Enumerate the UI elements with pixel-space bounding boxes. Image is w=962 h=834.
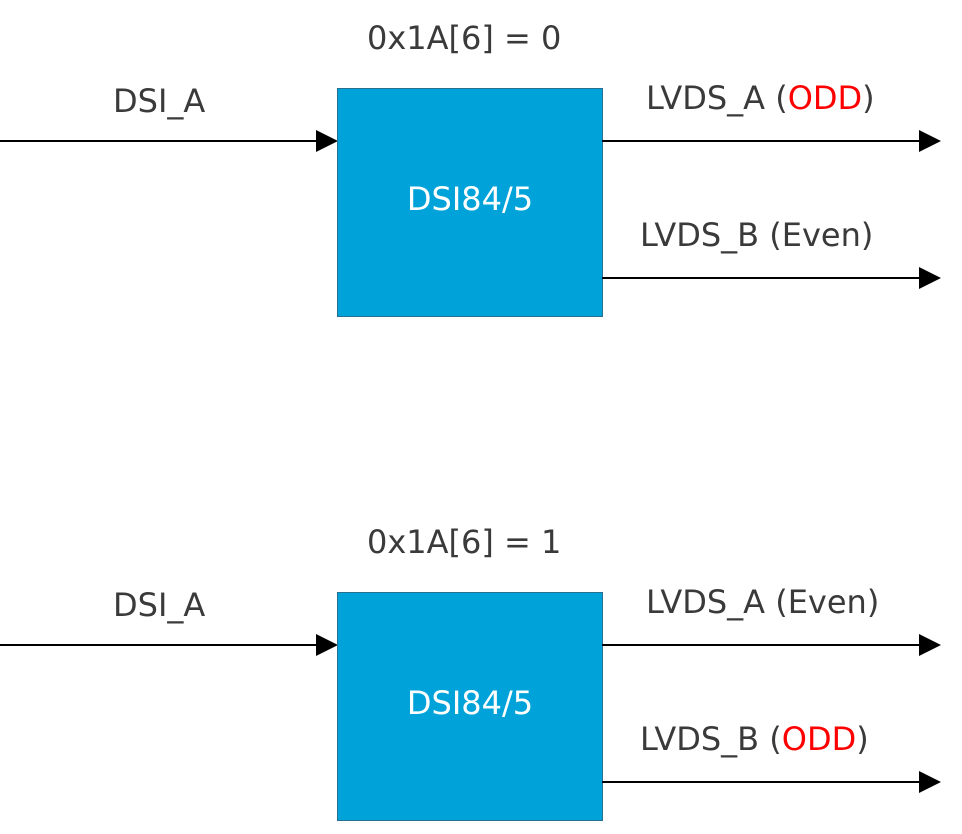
output-a-suffix: ) [862, 79, 875, 117]
output-a-mode: Even [787, 583, 867, 621]
output-a-label: LVDS_A (Even) [646, 582, 879, 622]
output-b-arrow-line [602, 277, 922, 279]
output-b-suffix: ) [860, 216, 874, 254]
bridge-chip-label: DSI84/5 [406, 179, 534, 218]
output-b-label: LVDS_B (Even) [640, 215, 873, 255]
output-a-arrow-line [602, 140, 922, 142]
register-setting-label: 0x1A[6] = 1 [367, 523, 562, 561]
bridge-chip-block: DSI84/5 [337, 88, 603, 317]
output-a-mode: ODD [787, 79, 863, 117]
output-b-mode: ODD [781, 720, 857, 758]
output-b-arrow-line [602, 781, 922, 783]
output-a-arrow-head [919, 130, 941, 152]
output-b-prefix: LVDS_B ( [640, 216, 782, 254]
input-arrow-head [316, 634, 338, 656]
output-a-arrow-head [919, 634, 941, 656]
output-a-label: LVDS_A (ODD) [646, 78, 875, 118]
input-port-label: DSI_A [113, 586, 206, 624]
input-arrow-line [0, 140, 318, 142]
output-b-mode: Even [781, 216, 861, 254]
mode-diagram-top: 0x1A[6] = 0 DSI_A DSI84/5 LVDS_A (ODD) L… [0, 0, 962, 330]
output-b-prefix: LVDS_B ( [640, 720, 782, 758]
input-arrow-line [0, 644, 318, 646]
register-setting-label: 0x1A[6] = 0 [367, 19, 562, 57]
output-a-suffix: ) [866, 583, 880, 621]
output-b-arrow-head [919, 771, 941, 793]
output-a-arrow-line [602, 644, 922, 646]
input-arrow-head [316, 130, 338, 152]
input-port-label: DSI_A [113, 82, 206, 120]
mode-diagram-bottom: 0x1A[6] = 1 DSI_A DSI84/5 LVDS_A (Even) … [0, 504, 962, 834]
bridge-chip-block: DSI84/5 [337, 592, 603, 821]
output-b-suffix: ) [856, 720, 869, 758]
output-a-prefix: LVDS_A ( [646, 583, 788, 621]
output-b-arrow-head [919, 267, 941, 289]
output-a-prefix: LVDS_A ( [646, 79, 788, 117]
output-b-label: LVDS_B (ODD) [640, 719, 869, 759]
bridge-chip-label: DSI84/5 [406, 683, 534, 722]
